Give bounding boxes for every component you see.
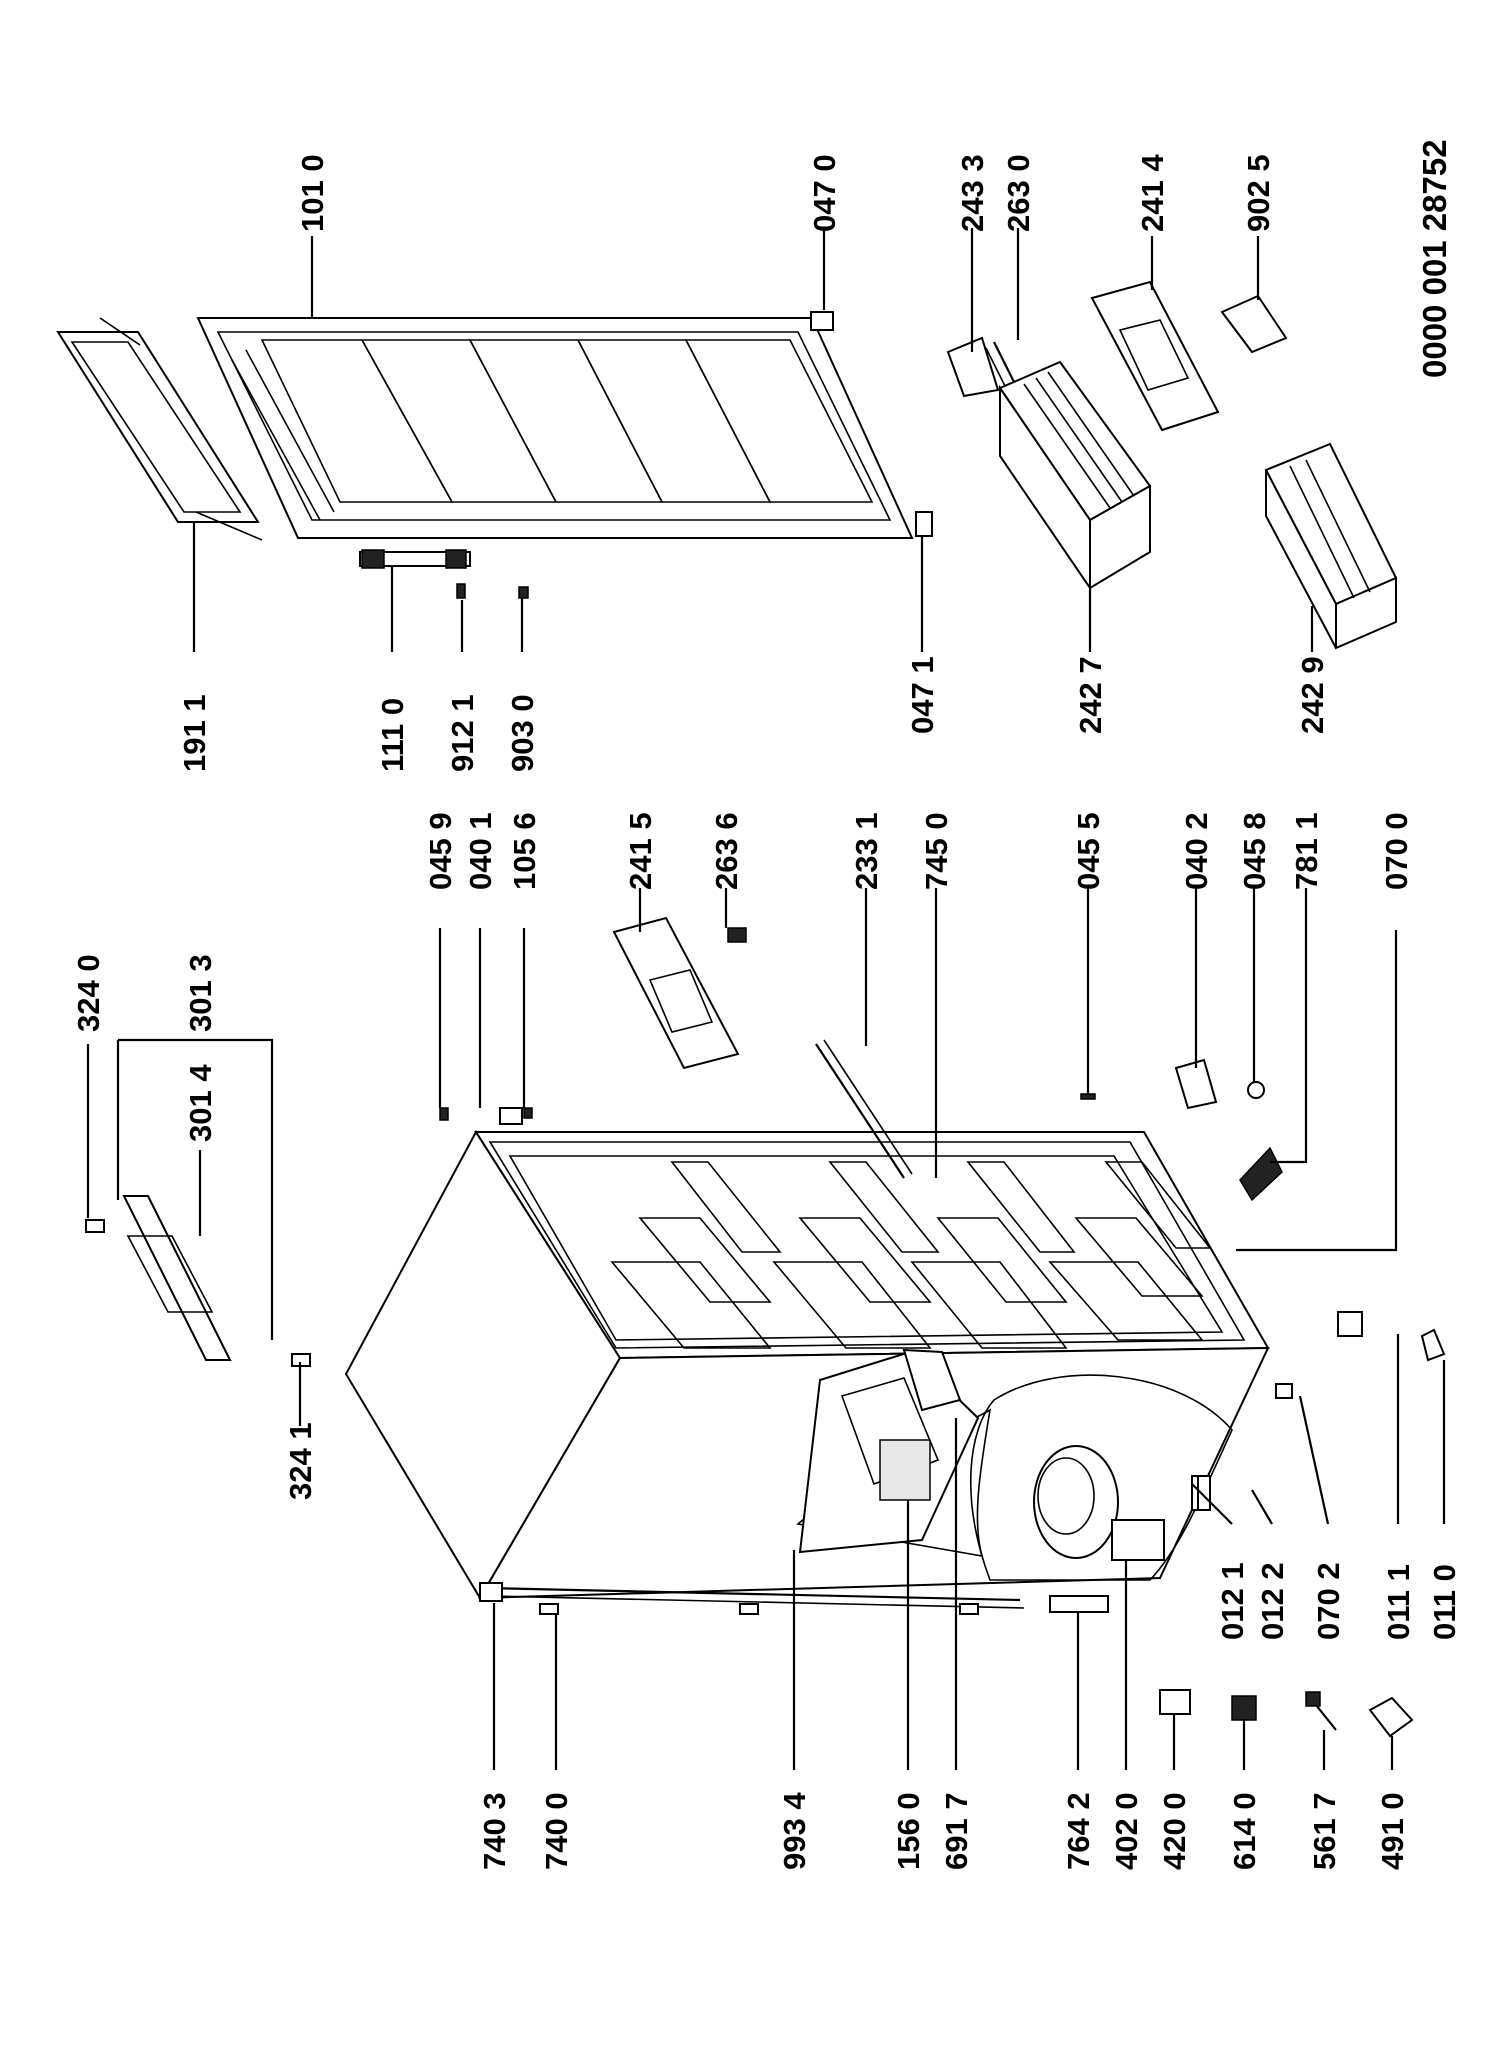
label-561-7: 561 7 bbox=[1307, 1792, 1342, 1870]
door-gasket-drawing bbox=[56, 317, 263, 541]
label-781-1: 781 1 bbox=[1289, 812, 1324, 890]
label-045-5: 045 5 bbox=[1071, 812, 1106, 890]
label-263-0: 263 0 bbox=[1001, 154, 1036, 232]
label-045-9: 045 9 bbox=[423, 812, 458, 890]
label-047-0: 047 0 bbox=[807, 154, 842, 232]
label-903-0: 903 0 bbox=[505, 694, 540, 772]
door-baskets-drawing bbox=[946, 280, 1398, 650]
label-614-0: 614 0 bbox=[1227, 1792, 1262, 1870]
label-191-1: 191 1 bbox=[177, 694, 212, 772]
label-491-0: 491 0 bbox=[1375, 1792, 1410, 1870]
small-parts-drawing bbox=[1159, 1311, 1446, 1738]
label-764-2: 764 2 bbox=[1061, 1792, 1096, 1870]
label-420-0: 420 0 bbox=[1157, 1792, 1192, 1870]
label-011-1: 011 1 bbox=[1381, 1564, 1416, 1640]
door-small-parts-drawing bbox=[359, 311, 933, 599]
label-242-7: 242 7 bbox=[1073, 656, 1108, 734]
compressor-detail-drawing bbox=[796, 1374, 1233, 1581]
label-402-0: 402 0 bbox=[1109, 1792, 1144, 1870]
label-301-3: 301 3 bbox=[183, 954, 218, 1032]
label-040-2: 040 2 bbox=[1179, 812, 1214, 890]
label-156-0: 156 0 bbox=[891, 1792, 926, 1870]
leader-lines bbox=[86, 228, 1446, 1770]
label-691-7: 691 7 bbox=[939, 1792, 974, 1870]
label-070-0: 070 0 bbox=[1379, 812, 1414, 890]
part-number-labels: 101 0 191 1 111 0 912 1 903 0 047 0 047 … bbox=[71, 154, 1462, 1870]
label-012-1: 012 1 bbox=[1215, 1562, 1250, 1640]
label-301-4: 301 4 bbox=[183, 1064, 218, 1142]
label-040-1: 040 1 bbox=[463, 812, 498, 890]
label-993-4: 993 4 bbox=[777, 1792, 812, 1870]
label-324-0: 324 0 bbox=[71, 954, 106, 1032]
label-241-5: 241 5 bbox=[623, 812, 658, 890]
label-101-0: 101 0 bbox=[295, 154, 330, 232]
label-241-4: 241 4 bbox=[1135, 154, 1170, 232]
label-740-0: 740 0 bbox=[539, 1792, 574, 1870]
label-233-1: 233 1 bbox=[849, 812, 884, 890]
document-number: 0000 001 28752 bbox=[1416, 139, 1453, 378]
label-011-0: 011 0 bbox=[1427, 1564, 1462, 1640]
label-263-6: 263 6 bbox=[709, 812, 744, 890]
label-242-9: 242 9 bbox=[1295, 656, 1330, 734]
label-047-1: 047 1 bbox=[905, 656, 940, 734]
label-324-1: 324 1 bbox=[283, 1422, 318, 1500]
label-012-2: 012 2 bbox=[1255, 1562, 1290, 1640]
door-panel-drawing bbox=[196, 317, 914, 539]
label-745-0: 745 0 bbox=[919, 812, 954, 890]
label-045-8: 045 8 bbox=[1237, 812, 1272, 890]
control-panel-drawing bbox=[798, 1348, 980, 1554]
label-740-3: 740 3 bbox=[477, 1792, 512, 1870]
label-070-2: 070 2 bbox=[1311, 1562, 1346, 1640]
label-111-0: 111 0 bbox=[375, 698, 410, 772]
top-parts-drawing bbox=[85, 916, 1398, 1367]
label-902-5: 902 5 bbox=[1241, 154, 1276, 232]
label-912-1: 912 1 bbox=[445, 694, 480, 772]
label-105-6: 105 6 bbox=[507, 812, 542, 890]
label-243-3: 243 3 bbox=[955, 154, 990, 232]
